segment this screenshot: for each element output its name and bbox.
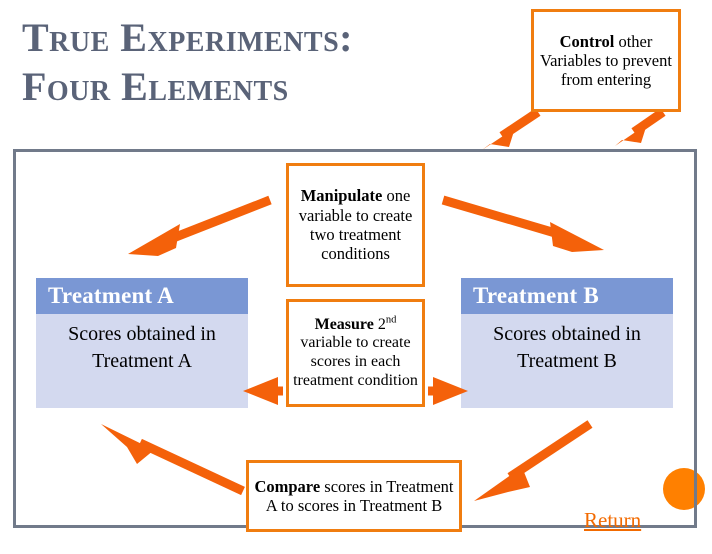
note-manipulate-box: Manipulate one variable to create two tr… (286, 163, 425, 287)
note-compare-lead: Compare (254, 476, 321, 496)
page-title-line-1: True Experiments: (22, 15, 353, 60)
page-title: True Experiments: Four Elements (22, 14, 502, 112)
treatment-b-box: Treatment B Scores obtained in Treatment… (461, 278, 673, 408)
note-compare-box: Compare scores in Treatment A to scores … (246, 460, 462, 532)
note-measure-superscript: nd (385, 314, 397, 326)
note-measure-text: Measure 2nd variable to create scores in… (289, 314, 422, 393)
note-measure-rest-a: 2 (373, 315, 386, 333)
note-control-text: Control other Variables to prevent from … (534, 30, 678, 92)
note-control-rest: other Variables to prevent from entering (540, 31, 672, 90)
treatment-a-box: Treatment A Scores obtained in Treatment… (36, 278, 248, 408)
page-title-line-2: Four Elements (22, 63, 289, 109)
note-control-lead: Control (559, 31, 615, 51)
note-control-box: Control other Variables to prevent from … (531, 9, 681, 112)
treatment-a-header: Treatment A (36, 278, 248, 314)
note-measure-rest-b: variable to create scores in each treatm… (293, 334, 418, 389)
return-circle-button[interactable] (663, 468, 705, 510)
return-link[interactable]: Return (584, 508, 642, 532)
treatment-b-header: Treatment B (461, 278, 673, 314)
note-manipulate-text: Manipulate one variable to create two tr… (289, 184, 422, 265)
arrow-control-to-left-icon (482, 108, 541, 150)
note-compare-rest: scores in Treatment A to scores in Treat… (265, 476, 454, 515)
note-manipulate-rest: one variable to create two treatment con… (298, 186, 413, 264)
note-manipulate-lead: Manipulate (300, 186, 383, 206)
note-measure-box: Measure 2nd variable to create scores in… (286, 299, 425, 407)
frame-border-segment (694, 468, 697, 510)
treatment-a-body: Scores obtained in Treatment A (36, 314, 248, 408)
treatment-b-body: Scores obtained in Treatment B (461, 314, 673, 408)
note-measure-lead: Measure (314, 315, 374, 333)
arrow-control-to-right-icon (615, 108, 666, 146)
note-compare-text: Compare scores in Treatment A to scores … (249, 475, 459, 518)
